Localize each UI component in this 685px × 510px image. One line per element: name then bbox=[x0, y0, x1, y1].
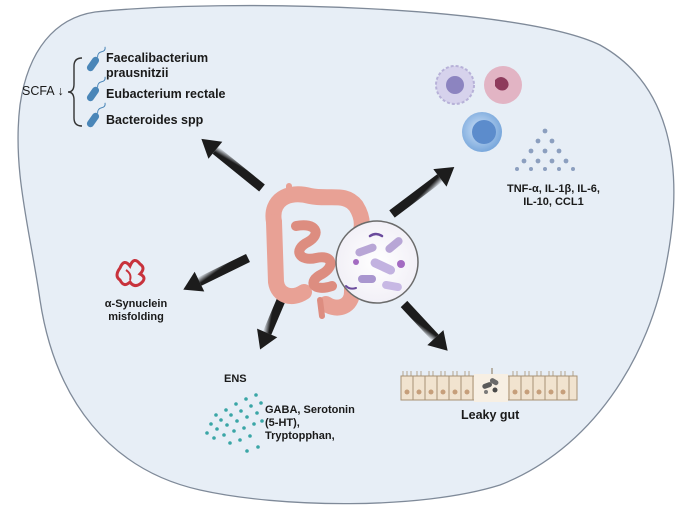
scfa-label: SCFA bbox=[22, 84, 54, 98]
bacterium-icon-2 bbox=[86, 76, 106, 102]
neurotransmitter-dots-icon bbox=[205, 393, 264, 453]
leaky-gut-label: Leaky gut bbox=[461, 408, 520, 422]
bacterium-name-line2: prausnitzii bbox=[106, 66, 169, 80]
cytokine-dots-icon bbox=[515, 128, 575, 171]
ens-label: ENS bbox=[224, 373, 247, 385]
intestine-icon bbox=[265, 183, 370, 319]
neurotransmitters-line3: Tryptopphan, bbox=[265, 430, 335, 443]
arrow-to-scfa bbox=[201, 138, 265, 192]
synuclein-line1: α-Synuclein bbox=[104, 298, 168, 310]
cytokines-label: TNF-α, IL-1β, IL-6, IL-10, CCL1 bbox=[507, 183, 600, 209]
microbiome-magnifier-icon bbox=[335, 220, 419, 304]
bacterium-faecalibacterium-label: Faecalibacterium prausnitzii bbox=[106, 51, 208, 81]
arrow-to-immune bbox=[389, 167, 455, 218]
scfa-brace bbox=[67, 57, 83, 127]
neurotransmitters-line1: GABA, Serotonin bbox=[265, 404, 355, 416]
bacterium-icon-3 bbox=[86, 102, 106, 128]
bacterium-icon-1 bbox=[86, 46, 106, 72]
cytokines-line2: IL-10, CCL1 bbox=[523, 196, 584, 209]
scfa-down-arrow: ↓ bbox=[57, 84, 64, 98]
immune-cell-icon-1 bbox=[435, 65, 475, 105]
bacterium-name-line1: Faecalibacterium bbox=[106, 51, 209, 65]
neurotransmitters-label: GABA, Serotonin (5-HT), Tryptopphan, bbox=[265, 404, 355, 444]
synuclein-line2: misfolding bbox=[108, 311, 164, 324]
arrow-to-ens bbox=[257, 296, 287, 350]
epithelium-barrier-icon bbox=[400, 368, 578, 402]
arrow-to-synuclein bbox=[183, 253, 250, 292]
immune-cell-icon-2 bbox=[484, 66, 522, 104]
bacterium-bacteroides-label: Bacteroides spp bbox=[106, 113, 204, 127]
synuclein-label: α-Synuclein misfolding bbox=[91, 298, 181, 324]
synuclein-protein-icon bbox=[115, 259, 146, 288]
cytokines-line1: TNF-α, IL-1β, IL-6, bbox=[507, 183, 600, 195]
arrow-to-leaky-gut bbox=[400, 300, 448, 351]
immune-cell-icon-3 bbox=[462, 112, 502, 152]
scfa-label-group: SCFA ↓ bbox=[22, 84, 64, 99]
bacterium-eubacterium-label: Eubacterium rectale bbox=[106, 87, 226, 101]
neurotransmitters-line2: (5-HT), bbox=[265, 417, 300, 430]
